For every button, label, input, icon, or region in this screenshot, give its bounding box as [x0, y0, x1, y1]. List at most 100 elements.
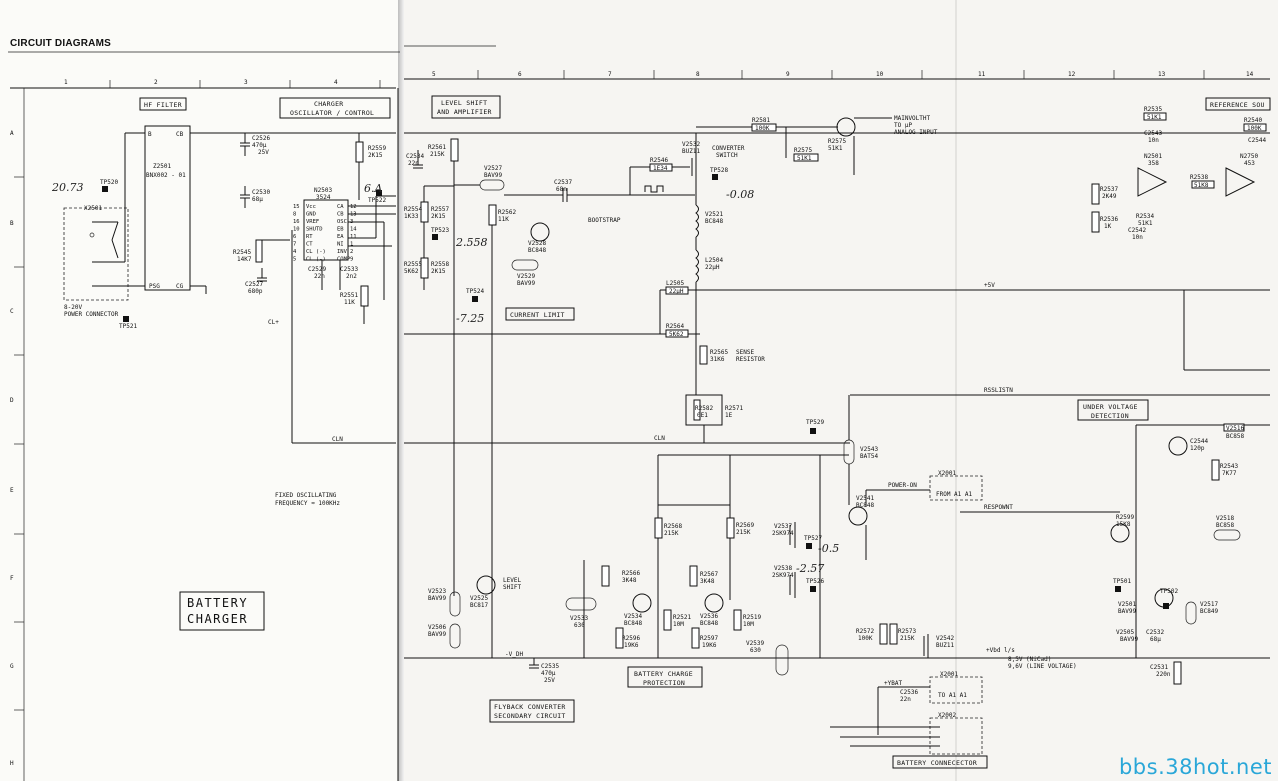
- resistor-ref: R2536: [1100, 216, 1118, 223]
- ic-pin-name: CL (-): [306, 249, 326, 255]
- transistor-value: BC848: [624, 620, 642, 627]
- diode-ref: V2539: [746, 640, 764, 647]
- resistor-ref: R2537: [1100, 186, 1118, 193]
- resistor-ref: R2554: [404, 206, 422, 213]
- ic-part: 453: [1244, 160, 1255, 167]
- mosfet-ref: V2532: [682, 141, 700, 148]
- ic-pin-name: RT: [306, 234, 313, 240]
- diode-package: [1213, 529, 1241, 541]
- resistor-ref: R2521: [673, 614, 691, 621]
- ic-pin-number: 8: [293, 212, 296, 218]
- mosfet-ref: V2538: [774, 565, 792, 572]
- transistor-ref: R2599: [1116, 514, 1134, 521]
- ic-ref: N2750: [1240, 153, 1258, 160]
- transistor-value: 120p: [1190, 445, 1205, 452]
- ic-pin-name: NI: [337, 242, 344, 248]
- test-point: [123, 316, 129, 322]
- test-point-label: TP527: [804, 535, 822, 542]
- net-label: CLN: [332, 436, 343, 443]
- diode-ref: V2517: [1200, 601, 1218, 608]
- test-point: [1163, 603, 1169, 609]
- ic-pin-name: CL (-): [306, 257, 326, 263]
- schematic-sheet-left: [0, 0, 400, 781]
- block-title: DETECTION: [1091, 412, 1129, 420]
- diode-value: BC858: [1216, 522, 1234, 529]
- ic-pin-name: COMP: [337, 257, 351, 263]
- resistor-value: 22µH: [669, 288, 684, 295]
- capacitor-value: 680p: [248, 288, 263, 295]
- grid-row-label: B: [10, 220, 14, 227]
- resistor-ref: C2531: [1150, 664, 1168, 671]
- diode-value: 630: [574, 622, 585, 629]
- resistor: [601, 565, 610, 587]
- resistor-ref: R2582: [695, 405, 713, 412]
- connector-outline: [929, 717, 983, 755]
- reference-source-label-box: [1205, 97, 1271, 111]
- resistor-value: 10M: [673, 621, 684, 628]
- capacitor-value: 470µ: [252, 142, 267, 149]
- transistor-ref: V2528: [528, 240, 546, 247]
- ic-pin-number: 1: [350, 242, 353, 248]
- resistor-ref: R2571: [725, 405, 743, 412]
- hf-filter-module: [144, 125, 191, 291]
- capacitor-ref: C2544: [1248, 137, 1266, 144]
- transistor-ref: V2501: [1118, 601, 1136, 608]
- inductor-ref: L2504: [705, 257, 723, 264]
- grid-column-label: 4: [334, 79, 338, 86]
- diode-package: [843, 439, 855, 465]
- sheet-fold-line: [955, 0, 957, 781]
- grid-row-label: C: [10, 308, 14, 315]
- resistor-value: 220n: [1156, 671, 1171, 678]
- capacitor-ref: V2505: [1116, 629, 1134, 636]
- net-label: CLN: [654, 435, 665, 442]
- resistor-ref: R2569: [736, 522, 754, 529]
- net-label: +YBAT: [884, 680, 902, 687]
- resistor-ref: R2567: [700, 571, 718, 578]
- test-point: [712, 174, 718, 180]
- mosfet-value: BUZ11: [936, 642, 954, 649]
- grid-column-label: 11: [978, 71, 986, 78]
- resistor: [355, 141, 364, 163]
- ic-pin-number: 7: [293, 242, 296, 248]
- diode-package: [1185, 601, 1197, 625]
- diode-value: BAV99: [428, 595, 446, 602]
- ic-pin-number: 11: [350, 234, 357, 240]
- resistor-ref: R2572: [856, 628, 874, 635]
- note-text: CONVERTER: [712, 145, 745, 152]
- connector-ref: X2501: [84, 205, 102, 212]
- transistor: [530, 222, 550, 242]
- mosfet-value: 2SK974: [772, 572, 794, 579]
- opamp: [1225, 167, 1256, 197]
- capacitor-ref: C2527: [245, 281, 263, 288]
- ic-ref: N2501: [1144, 153, 1162, 160]
- mosfet-value: 2SK974: [772, 530, 794, 537]
- handwritten-voltage: 6.A: [364, 182, 382, 195]
- ic-pin-name: Vcc: [306, 204, 316, 210]
- hf-filter-label-box: [139, 97, 187, 111]
- transistor-value: BC848: [528, 247, 546, 254]
- diode-value: BAV99: [517, 280, 535, 287]
- grid-column-label: 13: [1158, 71, 1166, 78]
- diode-package: [775, 644, 789, 676]
- diode-ref: V2529: [517, 273, 535, 280]
- resistor: [1223, 423, 1245, 432]
- capacitor-value: 22n: [408, 160, 419, 167]
- block-title: FLYBACK CONVERTER: [494, 703, 566, 711]
- resistor: [726, 517, 735, 539]
- test-point: [472, 296, 478, 302]
- resistor-value: 215K: [900, 635, 915, 642]
- module-pin-label: PSG: [149, 283, 160, 290]
- resistor-ref: R2559: [368, 145, 386, 152]
- ic-ref: N2503: [314, 187, 332, 194]
- resistor-value: 51K1: [1147, 114, 1162, 121]
- block-title: BATTERY CHARGE: [634, 670, 693, 678]
- drawing-frame: [8, 45, 1270, 781]
- inductor-value: 22µH: [705, 264, 720, 271]
- transistor-ref: R2575: [828, 138, 846, 145]
- test-point: [102, 186, 108, 192]
- resistor-ref: L2505: [666, 280, 684, 287]
- handwritten-voltage: -2.57: [796, 562, 824, 575]
- ic-pin-name: SHUTD: [306, 227, 323, 233]
- capacitor-ref: C2532: [1146, 629, 1164, 636]
